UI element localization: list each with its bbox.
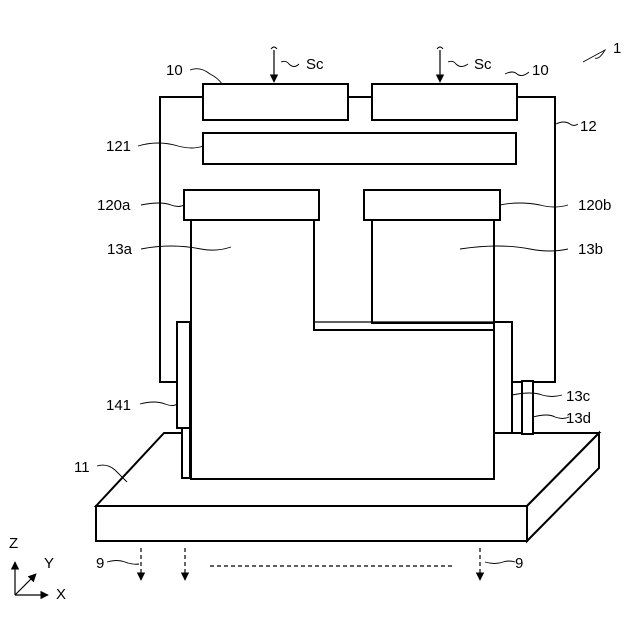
label-beam-right: 9 bbox=[515, 555, 523, 572]
label-beam-left: 9 bbox=[96, 555, 104, 572]
chip-left bbox=[203, 84, 348, 120]
label-frame: 12 bbox=[580, 118, 597, 135]
label-pad-a: 120a bbox=[97, 197, 131, 214]
chip-right bbox=[372, 84, 517, 120]
label-bar: 121 bbox=[106, 138, 131, 155]
block-13b bbox=[372, 218, 494, 323]
label-signal-left: Sc bbox=[306, 56, 324, 73]
label-chip-right: 10 bbox=[532, 62, 549, 79]
label-chip-left: 10 bbox=[166, 62, 183, 79]
pad-120b bbox=[364, 190, 500, 220]
label-block-b: 13b bbox=[578, 241, 603, 258]
label-signal-right: Sc bbox=[474, 56, 492, 73]
label-block-c: 13c bbox=[566, 388, 591, 405]
label-base: 11 bbox=[74, 459, 90, 476]
block-13d bbox=[522, 381, 533, 434]
axis-label-y: Y bbox=[44, 555, 54, 572]
signal-arrow-left bbox=[271, 47, 277, 82]
label-side-part: 141 bbox=[106, 397, 131, 414]
block-13c bbox=[494, 322, 512, 433]
label-pad-b: 120b bbox=[578, 197, 611, 214]
pad-120a bbox=[184, 190, 319, 220]
side-part-141 bbox=[177, 322, 190, 428]
signal-arrow-right bbox=[437, 47, 443, 82]
axis-label-x: X bbox=[56, 586, 66, 603]
label-device: 1 bbox=[613, 40, 621, 57]
bar-121 bbox=[203, 133, 516, 164]
label-block-a: 13a bbox=[107, 241, 133, 258]
side-part-141-lower bbox=[182, 428, 190, 478]
label-block-d: 13d bbox=[566, 410, 591, 427]
axis-label-z: Z bbox=[9, 535, 18, 552]
